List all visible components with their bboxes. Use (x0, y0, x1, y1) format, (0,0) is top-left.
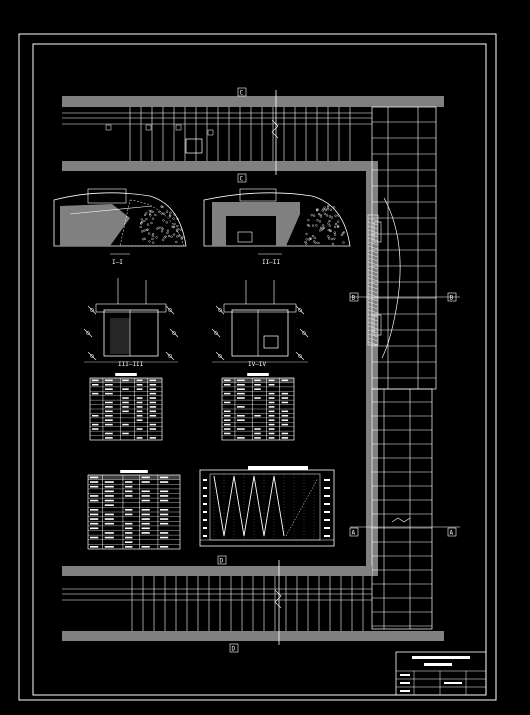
top-inner-wall (62, 161, 378, 171)
view-label-4: IV—IV (248, 361, 266, 368)
cross-section-3 (84, 278, 178, 362)
bottom-support-ties (132, 576, 363, 631)
bottom-outer-wall (62, 631, 444, 641)
top-equipment-box (186, 139, 202, 153)
view-label-1: I—I (112, 259, 123, 266)
section-marker-d-bottom: D (232, 646, 236, 653)
view-label-3: III—III (118, 361, 144, 368)
title-block (396, 652, 486, 695)
section-marker-a-left: A (352, 530, 356, 537)
section-marker-d-mid: D (220, 558, 224, 565)
top-roadway-plan (62, 90, 444, 175)
section-marker-a-right: A (450, 530, 454, 537)
cycle-diagram (200, 466, 334, 546)
top-outer-wall (62, 96, 444, 107)
cross-section-2 (204, 189, 350, 254)
right-support-ties (372, 122, 436, 626)
section-marker-c-mid: C (240, 176, 244, 183)
cycle-waveform (214, 476, 284, 536)
cross-section-1 (54, 189, 186, 254)
specification-tables (88, 373, 294, 549)
cycle-diagram-title-bar (248, 466, 308, 470)
view-label-2: II—II (262, 259, 280, 266)
section-marker-c-top: C (240, 90, 244, 97)
bottom-inner-wall (62, 566, 372, 576)
section-marker-b-right: B (450, 295, 454, 302)
bottom-roadway-plan (62, 560, 444, 645)
right-roadway-plan (350, 107, 460, 629)
top-support-ties (130, 107, 350, 161)
section-marker-b-left: B (352, 295, 356, 302)
cross-section-4 (212, 280, 308, 362)
